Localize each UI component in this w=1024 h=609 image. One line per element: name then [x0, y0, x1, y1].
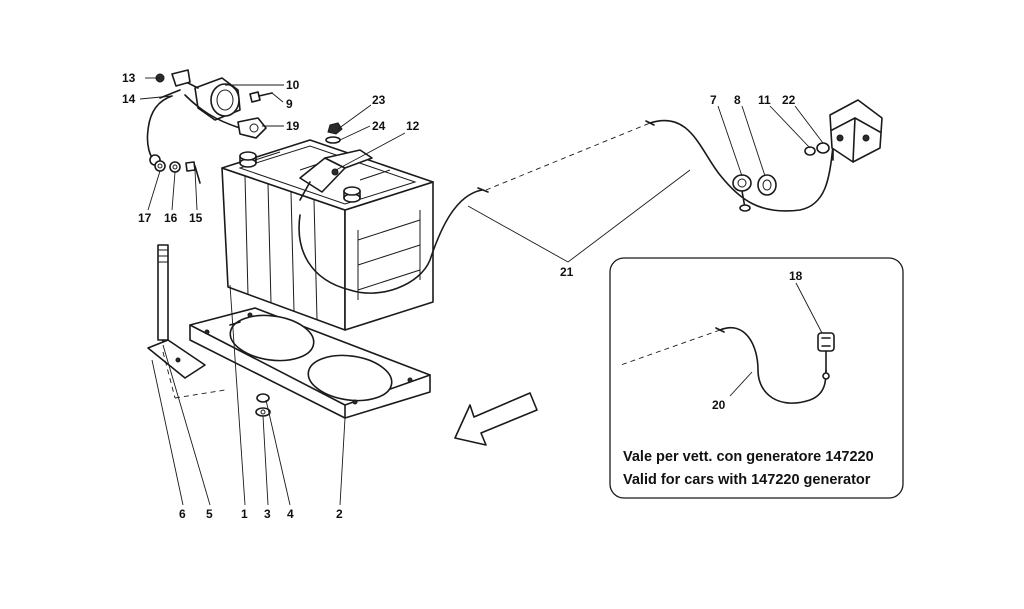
callout-4: 4	[287, 507, 294, 521]
connector-18	[817, 332, 835, 380]
solenoid-bracket	[804, 99, 883, 163]
direction-arrow	[454, 392, 538, 446]
terminal-clamp	[299, 149, 373, 201]
callout-7: 7	[710, 93, 717, 107]
callout-6: 6	[179, 507, 186, 521]
callout-22: 22	[782, 93, 796, 107]
callout-8: 8	[734, 93, 741, 107]
master-switch	[155, 69, 241, 121]
callout-13: 13	[122, 71, 136, 85]
callout-14: 14	[122, 92, 136, 106]
callout-12: 12	[406, 119, 420, 133]
washers-15-16-17	[154, 160, 201, 184]
callout-9: 9	[286, 97, 293, 111]
inset-note-english: Valid for cars with 147220 generator	[623, 472, 871, 488]
callout-23: 23	[372, 93, 386, 107]
callout-2: 2	[336, 507, 343, 521]
grommet	[732, 174, 777, 212]
callout-15: 15	[189, 211, 203, 225]
battery-tray	[189, 307, 431, 419]
callout-19: 19	[286, 119, 300, 133]
callout-18: 18	[789, 269, 803, 283]
callout-3: 3	[264, 507, 271, 521]
callout-5: 5	[206, 507, 213, 521]
cable-20	[617, 327, 827, 404]
callout-20: 20	[712, 398, 726, 412]
nut-3-washer-4	[255, 393, 271, 417]
cable-21	[298, 119, 834, 294]
bolt-9	[249, 91, 273, 103]
inset-note-italian: Vale per vett. con generatore 147220	[623, 449, 874, 465]
callout-17: 17	[138, 211, 152, 225]
retaining-rod	[147, 244, 206, 379]
callout-labels: 13 14 10 9 19 23 24 12 17 16 15 6 5 1 3 …	[122, 71, 803, 521]
callout-1: 1	[241, 507, 248, 521]
nut-23-washer-24	[325, 122, 343, 144]
callout-16: 16	[164, 211, 178, 225]
callout-11: 11	[758, 93, 771, 107]
callout-24: 24	[372, 119, 386, 133]
callout-21: 21	[560, 265, 574, 279]
inset-panel	[609, 257, 904, 499]
callout-10: 10	[286, 78, 300, 92]
leader-lines	[139, 77, 824, 506]
